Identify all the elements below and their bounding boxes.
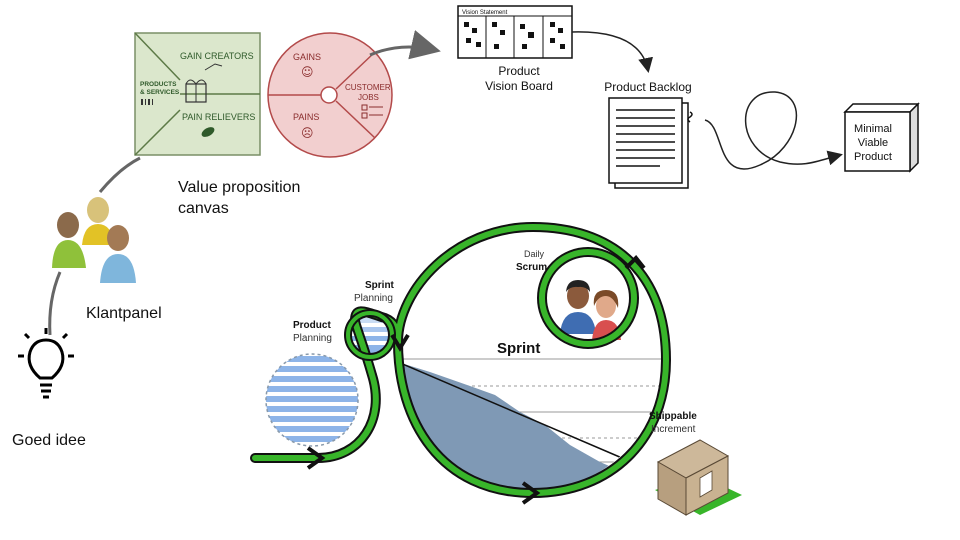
gain-creators-label: GAIN CREATORS <box>180 51 254 61</box>
customer-panel-icon <box>52 197 136 283</box>
trend-up-icon <box>204 63 223 71</box>
goed-idee-label: Goed idee <box>12 432 86 449</box>
sprint-planning-label-1: Sprint <box>365 280 395 291</box>
product-planning-label-1: Product <box>293 320 331 331</box>
pains-label: PAINS <box>293 112 319 122</box>
product-planning-disc <box>265 353 359 447</box>
mvp-label-1: Minimal <box>854 123 892 135</box>
pain-relievers-label: PAIN RELIEVERS <box>182 112 255 122</box>
vision-board-label-1: Product <box>498 64 540 78</box>
product-planning-label-2: Planning <box>293 333 332 344</box>
daily-scrum-label-2: Scrum <box>516 262 547 273</box>
sprint-planning-label-2: Planning <box>354 293 393 304</box>
task-list-icon <box>361 104 383 119</box>
product-backlog-label: Product Backlog <box>604 80 691 94</box>
flow-chevron-4 <box>624 255 646 270</box>
connector-idea-people <box>48 271 62 336</box>
vision-board: Vision Statement <box>457 5 573 59</box>
arrow-canvas-to-vision <box>369 30 441 60</box>
barcode-icon <box>141 99 153 105</box>
frown-icon: ☹ <box>301 126 314 140</box>
shippable-label-1: Shippable <box>649 411 697 422</box>
customer-jobs-label-2: JOBS <box>358 93 379 102</box>
vision-board-label-2: Vision Board <box>485 79 553 93</box>
klantpanel-label: Klantpanel <box>86 305 162 322</box>
lightbulb-icon <box>18 328 74 399</box>
vision-statement-label: Vision Statement <box>462 10 508 16</box>
flow-chevron-2 <box>521 481 541 505</box>
product-backlog-document <box>608 97 693 189</box>
customer-jobs-label-1: CUSTOMER <box>345 83 391 92</box>
products-services-label-1: PRODUCTS <box>140 81 177 88</box>
shippable-label-2: Increment <box>651 424 696 435</box>
vpc-label-2: canvas <box>178 200 229 217</box>
customer-profile-circle: GAINS ☺ PAINS ☹ CUSTOMER JOBS <box>267 32 393 158</box>
connector-people-canvas <box>98 156 141 193</box>
products-services-label-2: & SERVICES <box>140 89 180 96</box>
pill-icon <box>201 127 215 137</box>
flow-chevron-1 <box>306 446 326 470</box>
vpc-label-1: Value proposition <box>178 179 300 196</box>
daily-scrum-label-1: Daily <box>524 249 545 259</box>
arrow-vision-to-backlog <box>571 31 653 73</box>
mvp-label-2: Viable <box>858 137 888 149</box>
shippable-increment-box <box>655 439 742 516</box>
flow-chevron-3 <box>390 333 410 352</box>
arrow-backlog-to-mvp <box>704 91 843 170</box>
value-proposition-square: GAIN CREATORS PRODUCTS & SERVICES PAIN R… <box>134 32 261 156</box>
mvp-box <box>843 102 920 173</box>
sprint-title: Sprint <box>497 340 540 357</box>
mvp-label-3: Product <box>854 151 892 163</box>
gains-label: GAINS <box>293 52 321 62</box>
smile-icon: ☺ <box>301 65 314 79</box>
